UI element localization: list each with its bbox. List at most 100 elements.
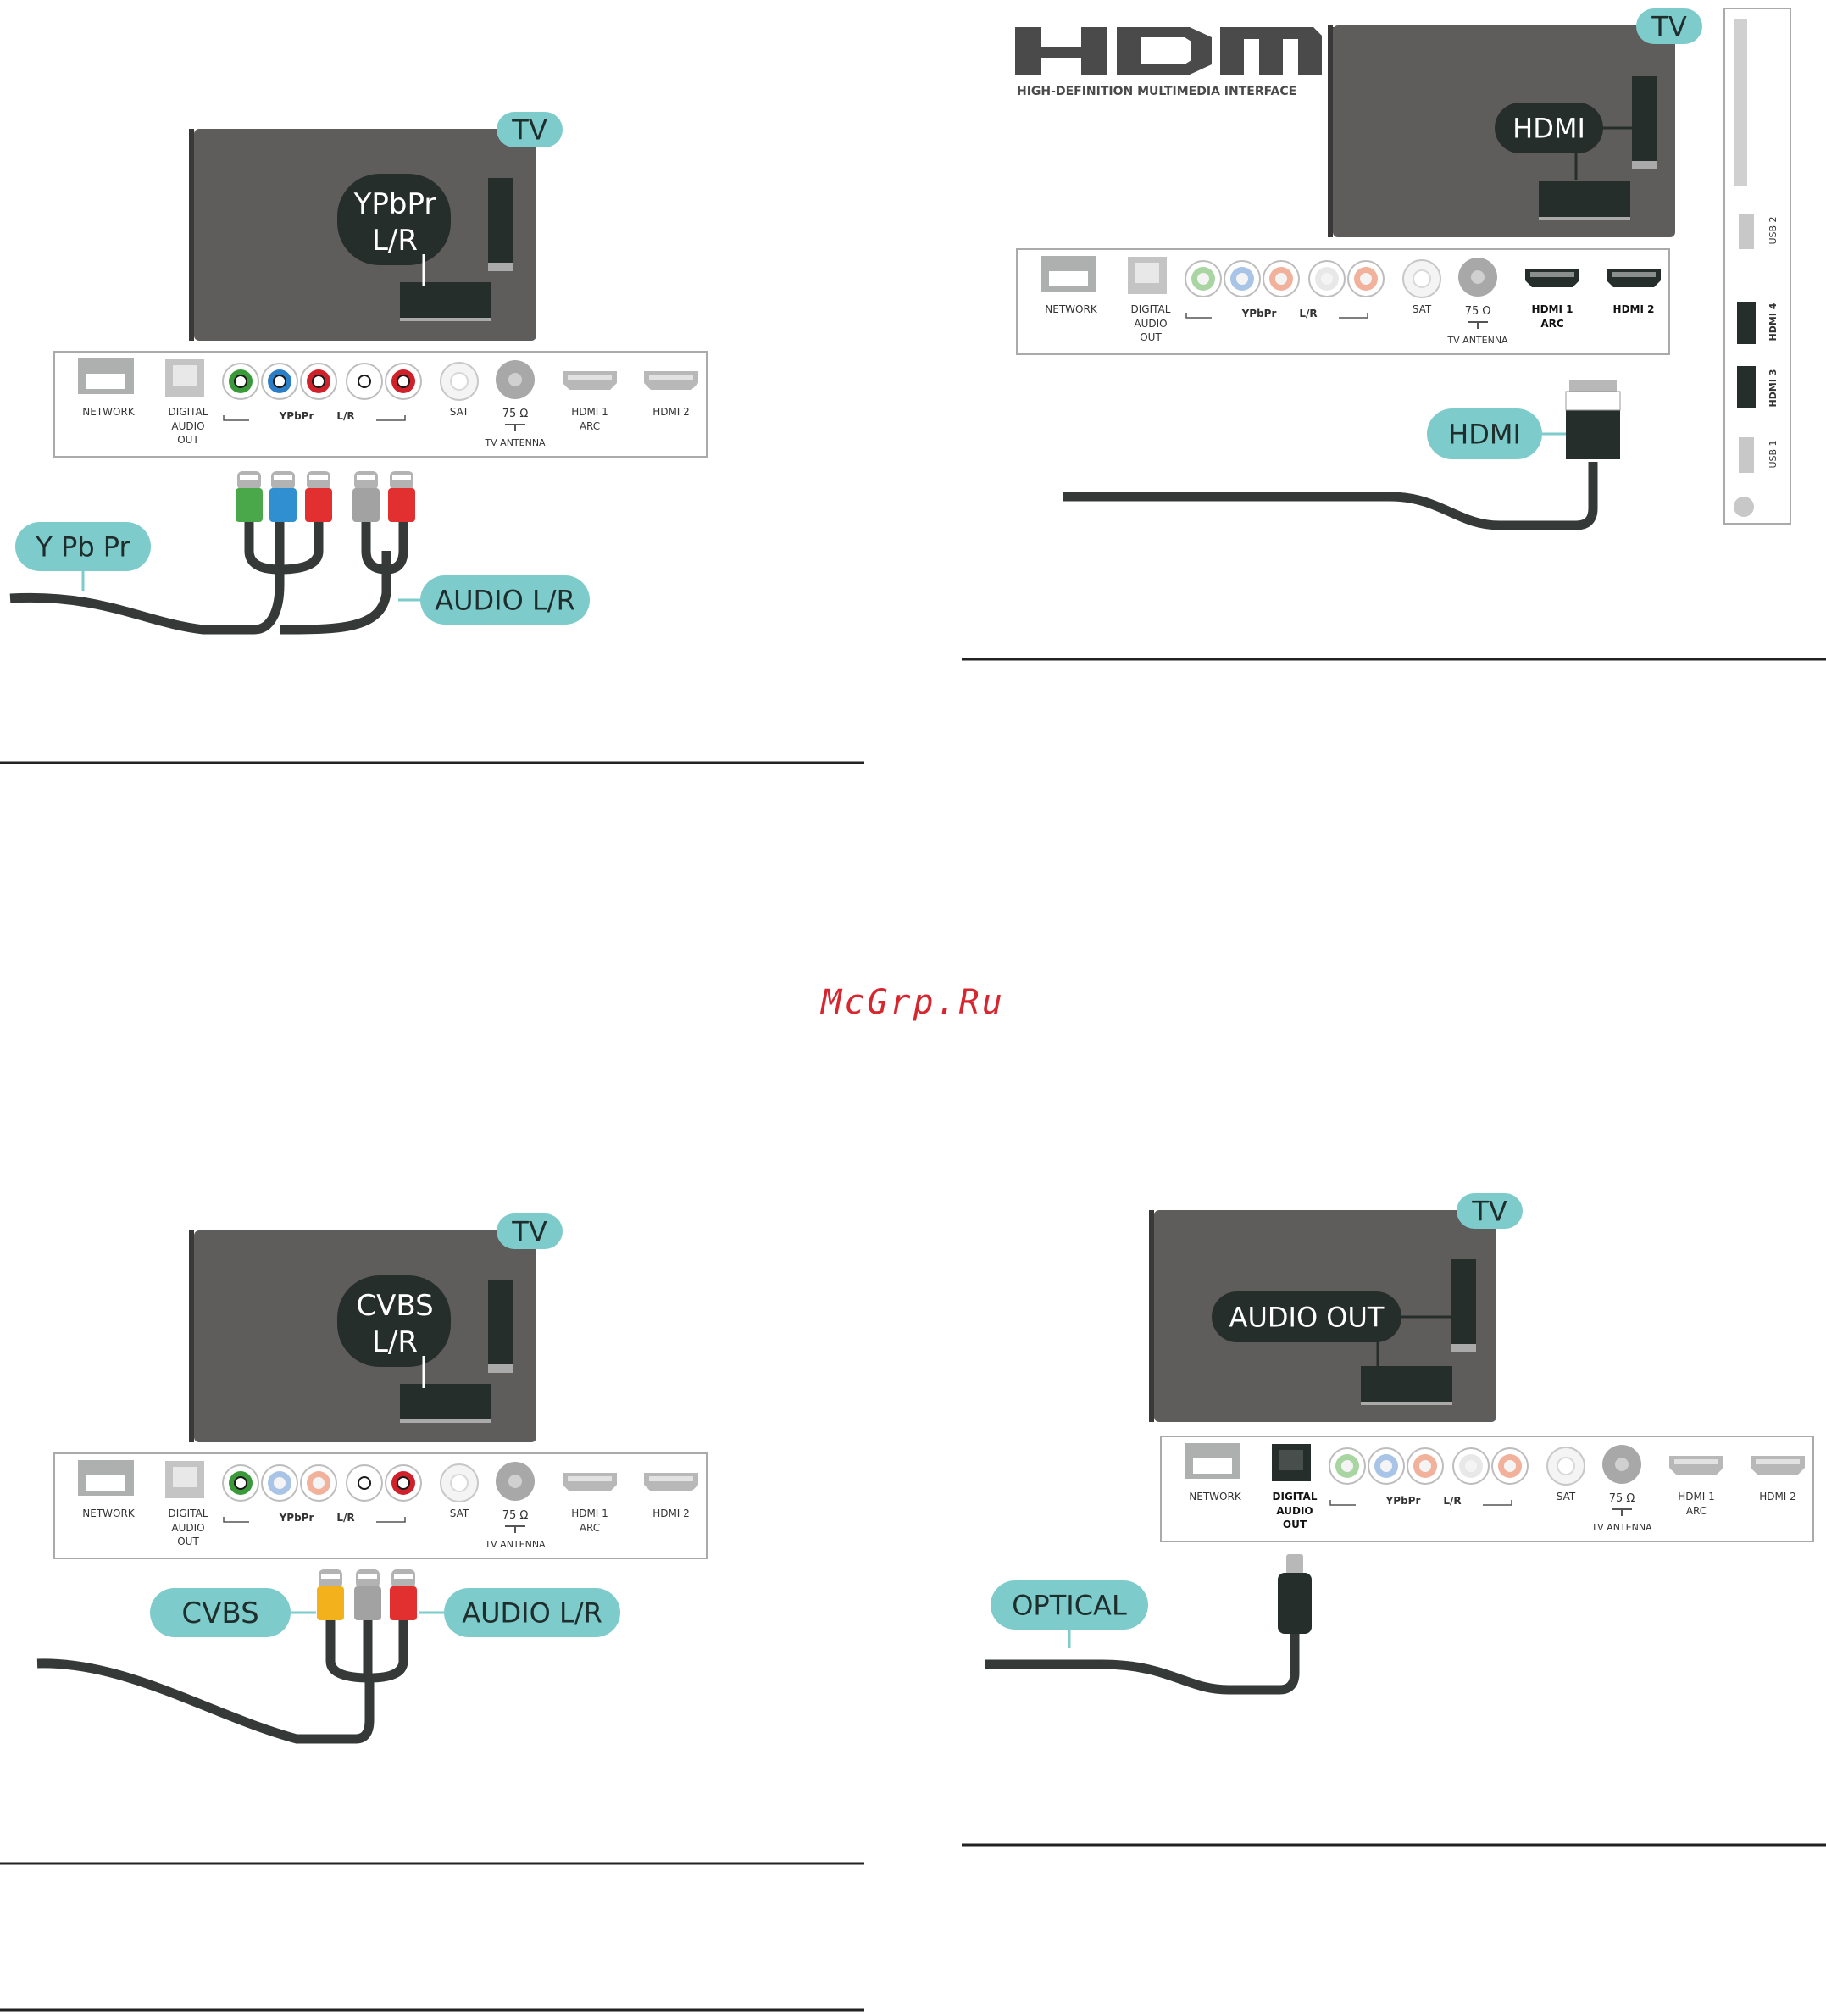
tv-tag-shape [497, 112, 563, 147]
label-lr: L/R [336, 1512, 354, 1524]
connector-panel [1160, 1436, 1814, 1542]
ypbpr-cable-tag-text: Y Pb Pr [35, 531, 130, 564]
cvbs-bubble-line1: CVBS [356, 1289, 433, 1323]
hdmi-port-icon [644, 1473, 698, 1491]
tv-edge [189, 1230, 194, 1442]
label-out: OUT [177, 1536, 199, 1547]
tv-side-connector [488, 1280, 513, 1364]
label-lr: L/R [336, 410, 354, 422]
rca-plug-body [354, 1586, 381, 1620]
connector-panel [53, 1452, 708, 1559]
audio-cable [279, 492, 408, 635]
label-lr: L/R [1443, 1495, 1461, 1507]
tv-side-connector-shade [488, 1364, 513, 1373]
hdmi-bubble-text: HDMI [1512, 113, 1585, 145]
label-lr: L/R [1299, 308, 1317, 319]
ypbpr-cable [9, 542, 285, 635]
audio-cable-tag-text: AUDIO L/R [435, 585, 575, 617]
audio-out-bubble-leaders [1376, 1315, 1451, 1366]
optical-plug-body [1278, 1573, 1312, 1634]
cvbs-cable [36, 1658, 375, 1744]
hdmi-cable-tag-shape [1427, 408, 1542, 459]
label-audio: AUDIO [1134, 318, 1167, 330]
ypbpr-bubble [337, 174, 451, 265]
rca-jack-core [1360, 273, 1372, 285]
label-network: NETWORK [82, 406, 136, 418]
rca-jack-core [1341, 1460, 1353, 1472]
optical-cable-tag-shape [991, 1580, 1148, 1630]
hdmi4-port-icon [1737, 302, 1756, 344]
rca-jack-core [1380, 1460, 1392, 1472]
label-ypbpr: YPbPr [279, 410, 314, 422]
cvbs-cable-tag-shape [150, 1588, 291, 1637]
antenna-symbol [1468, 321, 1488, 329]
rca-jack-core [1321, 273, 1333, 285]
network-port-slot [86, 1475, 125, 1491]
ypbpr-bracket [1185, 313, 1212, 319]
side-label: HDMI 3 [1768, 369, 1779, 408]
tv-connector-slot-shade [1361, 1402, 1452, 1405]
rca-plug-tip-band [358, 1574, 377, 1579]
tv-edge [189, 129, 194, 341]
label-hdmi2: HDMI 2 [1759, 1491, 1796, 1502]
hdmi-bubble-shape [1495, 103, 1603, 153]
label-digital: DIGITAL [169, 1508, 208, 1519]
label-75-ohm: 75 Ω [502, 1509, 529, 1522]
label-75-ohm: 75 Ω [1465, 305, 1491, 318]
label-sat: SAT [1413, 303, 1432, 315]
rca-plug-body [352, 488, 380, 522]
label-tv-antenna: TV ANTENNA [484, 1539, 546, 1550]
tv-connector-slot [1361, 1366, 1452, 1402]
optical-port-inner [1135, 263, 1159, 283]
label-digital: DIGITAL [169, 406, 208, 418]
tv-tag-text: TV [1651, 11, 1687, 43]
antenna-symbol [1612, 1508, 1632, 1516]
side-panel-slot [1734, 19, 1747, 186]
diagram-hdmi: HDMI HIGH-DEFINITION MULTIMEDIA INTERFACE… [962, 8, 1826, 661]
label-audio: AUDIO [171, 420, 204, 432]
label-tv-antenna: TV ANTENNA [484, 437, 546, 448]
cvbs-bubble-line2: L/R [372, 1325, 418, 1359]
tv-side-connector [1632, 76, 1657, 161]
connector-panel [1016, 248, 1670, 355]
hdmi-logo-subtitle: HIGH-DEFINITION MULTIMEDIA INTERFACE [1017, 85, 1296, 98]
rca-plug-tip-band [274, 475, 292, 480]
hdmi-logo-d [1117, 27, 1212, 75]
hdmi-logo-h [1015, 27, 1107, 75]
sat-port-core [1413, 269, 1431, 288]
rca-jack-core [313, 1477, 325, 1489]
tv-tag-shape [1457, 1193, 1523, 1229]
rca-plug-tip-band [357, 475, 375, 480]
rca-plug-body [388, 488, 415, 522]
label-ypbpr: YPbPr [279, 1512, 314, 1524]
tv-connector-slot [400, 1384, 491, 1419]
ypbpr-bubble-line1: YPbPr [353, 187, 436, 221]
audio-cable-tag-shape [444, 1588, 620, 1637]
label-hdmi1: HDMI 1 [1678, 1491, 1715, 1502]
rca-plug-tip-band [394, 1574, 413, 1579]
lr-bracket [1339, 313, 1368, 319]
side-label: USB 1 [1768, 440, 1779, 468]
rca-jack-core [1419, 1460, 1431, 1472]
rca-jack-core [358, 1476, 371, 1490]
label-hdmi2: HDMI 2 [652, 406, 690, 418]
optical-port-inner [173, 365, 197, 386]
optical-plug-tip [1286, 1554, 1303, 1574]
optical-cable-tag-text: OPTICAL [1012, 1590, 1127, 1622]
sat-port-core [450, 1474, 469, 1492]
rca-plug-body [305, 488, 332, 522]
tv-connector-slot-shade [400, 318, 491, 321]
tv-tag-text: TV [511, 114, 547, 147]
label-hdmi1: HDMI 1 [571, 406, 608, 418]
label-ypbpr: YPbPr [1385, 1495, 1421, 1507]
rca-jack-core [397, 375, 410, 388]
label-75-ohm: 75 Ω [1609, 1492, 1635, 1505]
hdmi-port-icon [1751, 1456, 1805, 1475]
tv-tag-shape [1636, 8, 1702, 44]
hdmi-port-slot [568, 1476, 612, 1481]
rca-plug-body [269, 488, 297, 522]
tv-connector-slot-shade [400, 1419, 491, 1423]
hdmi-port-icon [644, 371, 698, 390]
sat-port-core [1557, 1457, 1575, 1475]
